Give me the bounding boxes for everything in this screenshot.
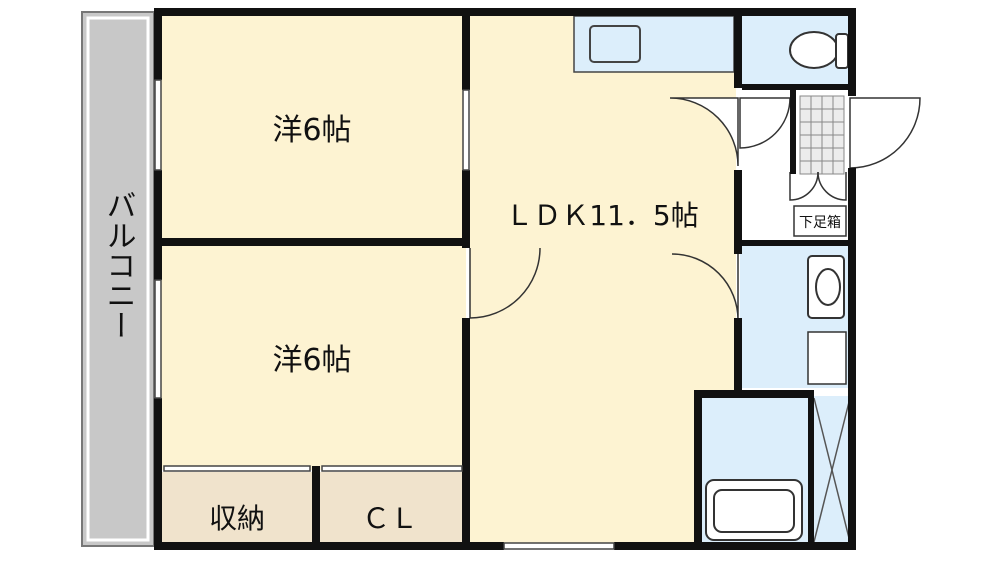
kitchen-sink [589,25,641,63]
western-room-top-floor [160,14,466,240]
bathtub-fixture [705,479,803,541]
balcony-area [81,11,155,547]
toilet-fixture [789,31,849,69]
western-room-bottom-label: 洋6帖 [272,343,351,378]
shoe-cabinet [793,205,847,237]
closet-floor [318,472,464,544]
balcony-label: バルコニー [101,190,136,340]
entrance-tiles [799,95,845,175]
washing-machine-space [807,331,847,385]
kitchen-counter [573,15,735,73]
ldk-lower-extension [470,390,696,544]
western-room-top-label: 洋6帖 [272,113,351,148]
windows [154,79,615,550]
storage-cross-icon [813,397,851,543]
walls [154,8,856,550]
storage-label: 収納 [209,502,265,535]
washbasin-fixture [807,255,845,319]
shoe-cabinet-label: 下足箱 [799,215,841,231]
door-swings [469,97,921,321]
closet-label: ＣＬ [362,502,418,535]
balcony-rail [86,16,150,542]
ldk-label: ＬＤＫ11．5帖 [505,199,698,232]
storage-floor [162,472,312,544]
western-room-bottom-floor [160,244,466,470]
